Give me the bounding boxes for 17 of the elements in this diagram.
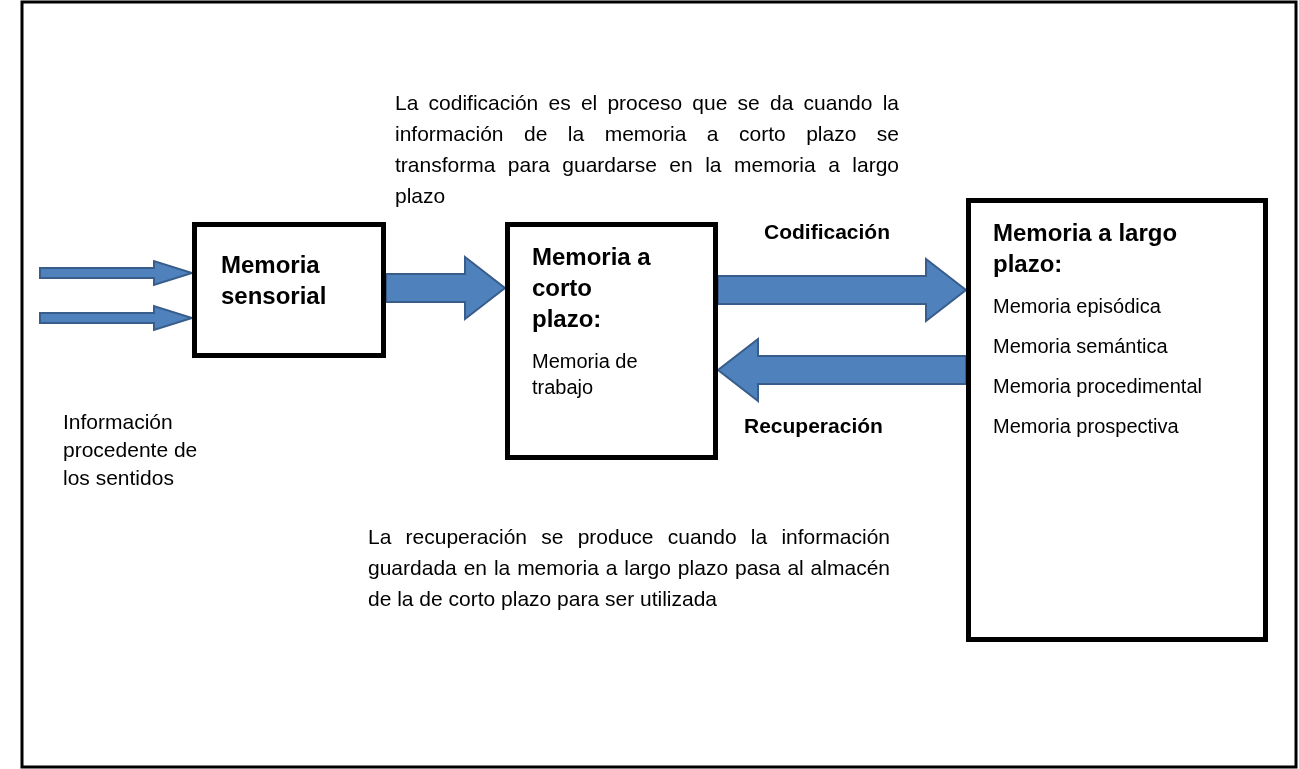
memory-type-text: Memoria de trabajo <box>532 349 639 400</box>
note-text: Información procedente de los sentidos <box>63 409 199 491</box>
memory-type-text: Memoria procedimental <box>993 374 1203 399</box>
memory-type-text: Memoria episódica <box>993 294 1162 319</box>
box-title: Memoria a corto plazo: <box>532 242 652 334</box>
block-arrow <box>716 336 967 404</box>
memory-type-text: Memoria prospectiva <box>993 414 1180 439</box>
box-title: Memoria a largo plazo: <box>993 218 1179 279</box>
memory-box <box>966 198 1268 642</box>
block-arrow <box>385 254 507 322</box>
box-title: Memoria sensorial <box>221 250 328 311</box>
memory-type-text: Memoria semántica <box>993 334 1169 359</box>
note-text: La recuperación se produce cuando la información guardada en la memoria a largo plazo pasa al almacén de la de corto plazo para ser utilizada <box>368 524 890 612</box>
memory-box <box>505 222 718 460</box>
note-text: La codificación es el proceso que se da cuando la información de la memoria a corto plazo se transforma para guardarse en la memoria a largo plazo <box>395 90 899 209</box>
memory-box <box>192 222 386 358</box>
block-arrow <box>717 256 968 324</box>
